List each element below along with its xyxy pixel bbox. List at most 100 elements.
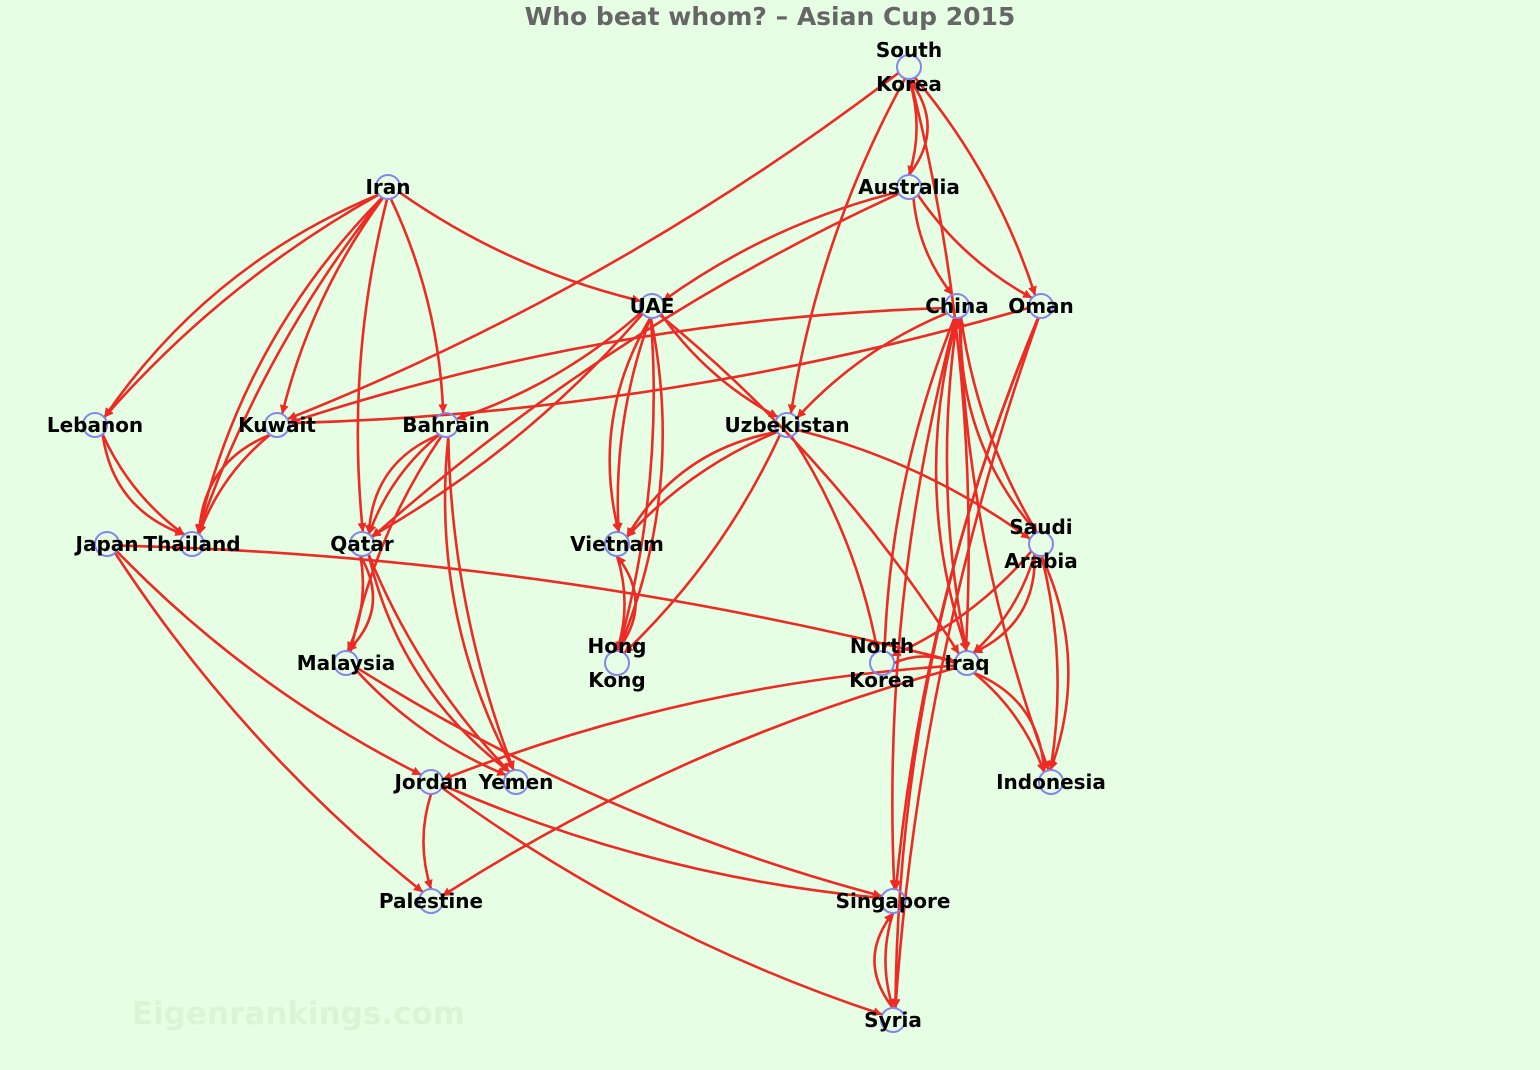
edge-iran-to-lebanon (103, 193, 380, 419)
edge-iraq-to-indonesia (973, 671, 1049, 773)
edge-malaysia-to-singapore (356, 666, 883, 899)
node-label-syria: Syria (864, 1008, 922, 1032)
node-label-iran: Iran (365, 175, 410, 199)
edge-south-korea-to-uzbekistan (787, 77, 907, 414)
edge-australia-to-qatar (371, 192, 900, 539)
node-jordan (418, 769, 444, 795)
edge-saudi-arabia-to-indonesia (1040, 555, 1070, 771)
edge-oman-to-singapore (892, 317, 1040, 890)
node-label-saudi-arabia: Arabia (1004, 549, 1078, 573)
edge-hong-kong-to-vietnam (615, 555, 637, 652)
edge-jordan-to-palestine (422, 793, 433, 890)
node-saudi-arabia (1028, 531, 1054, 557)
edge-saudi-arabia-to-indonesia (1040, 555, 1059, 771)
node-oman (1028, 293, 1054, 319)
node-label-uae: UAE (630, 294, 675, 318)
edge-south-korea-to-kuwait (286, 71, 900, 421)
node-label-jordan: Jordan (392, 770, 467, 794)
node-label-bahrain: Bahrain (402, 413, 489, 437)
node-label-japan: Japan (74, 532, 139, 556)
chart-title: Who beat whom? – Asian Cup 2015 (524, 2, 1016, 31)
edge-bahrain-to-yemen (447, 436, 515, 771)
node-label-yemen: Yemen (478, 770, 554, 794)
edge-north-korea-to-iraq (893, 655, 956, 665)
node-layer (82, 54, 1064, 1033)
edge-australia-to-uae (662, 190, 899, 303)
edge-iran-to-uae (398, 190, 642, 304)
edge-uzbekistan-to-north-korea (790, 435, 881, 653)
node-label-oman: Oman (1008, 294, 1074, 318)
edge-saudi-arabia-to-iraq (972, 554, 1037, 654)
edge-china-to-saudi-arabia (959, 317, 1039, 534)
edge-syria-to-singapore (873, 912, 895, 1009)
node-label-hong-kong: Kong (588, 668, 645, 692)
edge-uzbekistan-to-vietnam (625, 430, 778, 538)
node-palestine (418, 888, 444, 914)
edge-iran-to-qatar (356, 198, 389, 533)
node-label-lebanon: Lebanon (47, 413, 143, 437)
edge-china-to-singapore (889, 317, 957, 890)
edge-jordan-to-syria (440, 786, 883, 1016)
edge-uae-to-vietnam (608, 317, 652, 533)
edge-iran-to-kuwait (279, 197, 384, 415)
node-malaysia (333, 650, 359, 676)
edge-iraq-to-indonesia (973, 671, 1046, 773)
edge-south-korea-to-oman (913, 76, 1037, 296)
edge-uzbekistan-to-hong-kong (623, 434, 782, 655)
edge-china-to-uzbekistan (795, 311, 948, 419)
edge-iran-to-bahrain (389, 198, 448, 414)
node-japan (94, 531, 120, 557)
edge-qatar-to-yemen (367, 553, 511, 773)
edge-uae-to-iraq (659, 313, 961, 655)
edge-uae-to-vietnam (613, 317, 652, 533)
edge-lebanon-to-thailand (101, 434, 185, 536)
edge-uae-to-bahrain (455, 311, 643, 421)
node-label-south-korea: Korea (876, 72, 942, 96)
node-label-thailand: Thailand (143, 532, 240, 556)
edge-iraq-to-palestine (441, 666, 957, 898)
edge-uae-to-hong-kong (616, 317, 656, 652)
edge-uzbekistan-to-saudi-arabia (797, 428, 1031, 540)
edge-iran-to-thailand (196, 196, 384, 534)
node-syria (880, 1007, 906, 1033)
node-label-uzbekistan: Uzbekistan (724, 413, 849, 437)
edge-china-to-north-korea (880, 317, 956, 652)
edge-saudi-arabia-to-iraq (972, 553, 1036, 654)
edge-australia-to-south-korea (907, 78, 929, 176)
edge-saudi-arabia-to-north-korea (891, 550, 1033, 657)
edge-iran-to-lebanon (103, 193, 380, 419)
node-label-hong-kong: Hong (587, 634, 646, 658)
edge-japan-to-iraq (118, 544, 956, 664)
node-thailand (179, 531, 205, 557)
node-china (944, 293, 970, 319)
node-uae (639, 293, 665, 319)
node-vietnam (604, 531, 630, 557)
edge-japan-to-palestine (114, 552, 424, 894)
edge-oman-to-kuwait (288, 306, 1030, 428)
node-indonesia (1038, 769, 1064, 795)
node-kuwait (264, 412, 290, 438)
edge-australia-to-china (912, 197, 954, 296)
edge-bahrain-to-qatar (364, 433, 440, 535)
node-label-indonesia: Indonesia (996, 770, 1106, 794)
node-label-china: China (925, 294, 989, 318)
edge-qatar-to-malaysia (346, 555, 375, 653)
node-iraq (954, 650, 980, 676)
node-yemen (503, 769, 529, 795)
edge-saudi-arabia-to-china (956, 317, 1038, 534)
edge-bahrain-to-qatar (367, 433, 440, 535)
node-lebanon (82, 412, 108, 438)
node-australia (896, 174, 922, 200)
edge-uae-to-qatar (370, 312, 644, 538)
edge-china-to-kuwait (288, 306, 946, 425)
node-label-palestine: Palestine (379, 889, 483, 913)
edge-australia-to-oman (916, 194, 1033, 300)
node-iran (375, 174, 401, 200)
edge-singapore-to-syria (884, 912, 895, 1009)
edge-qatar-to-yemen (367, 553, 511, 773)
edge-malaysia-to-yemen (354, 669, 507, 777)
edge-kuwait-to-thailand (194, 433, 271, 535)
